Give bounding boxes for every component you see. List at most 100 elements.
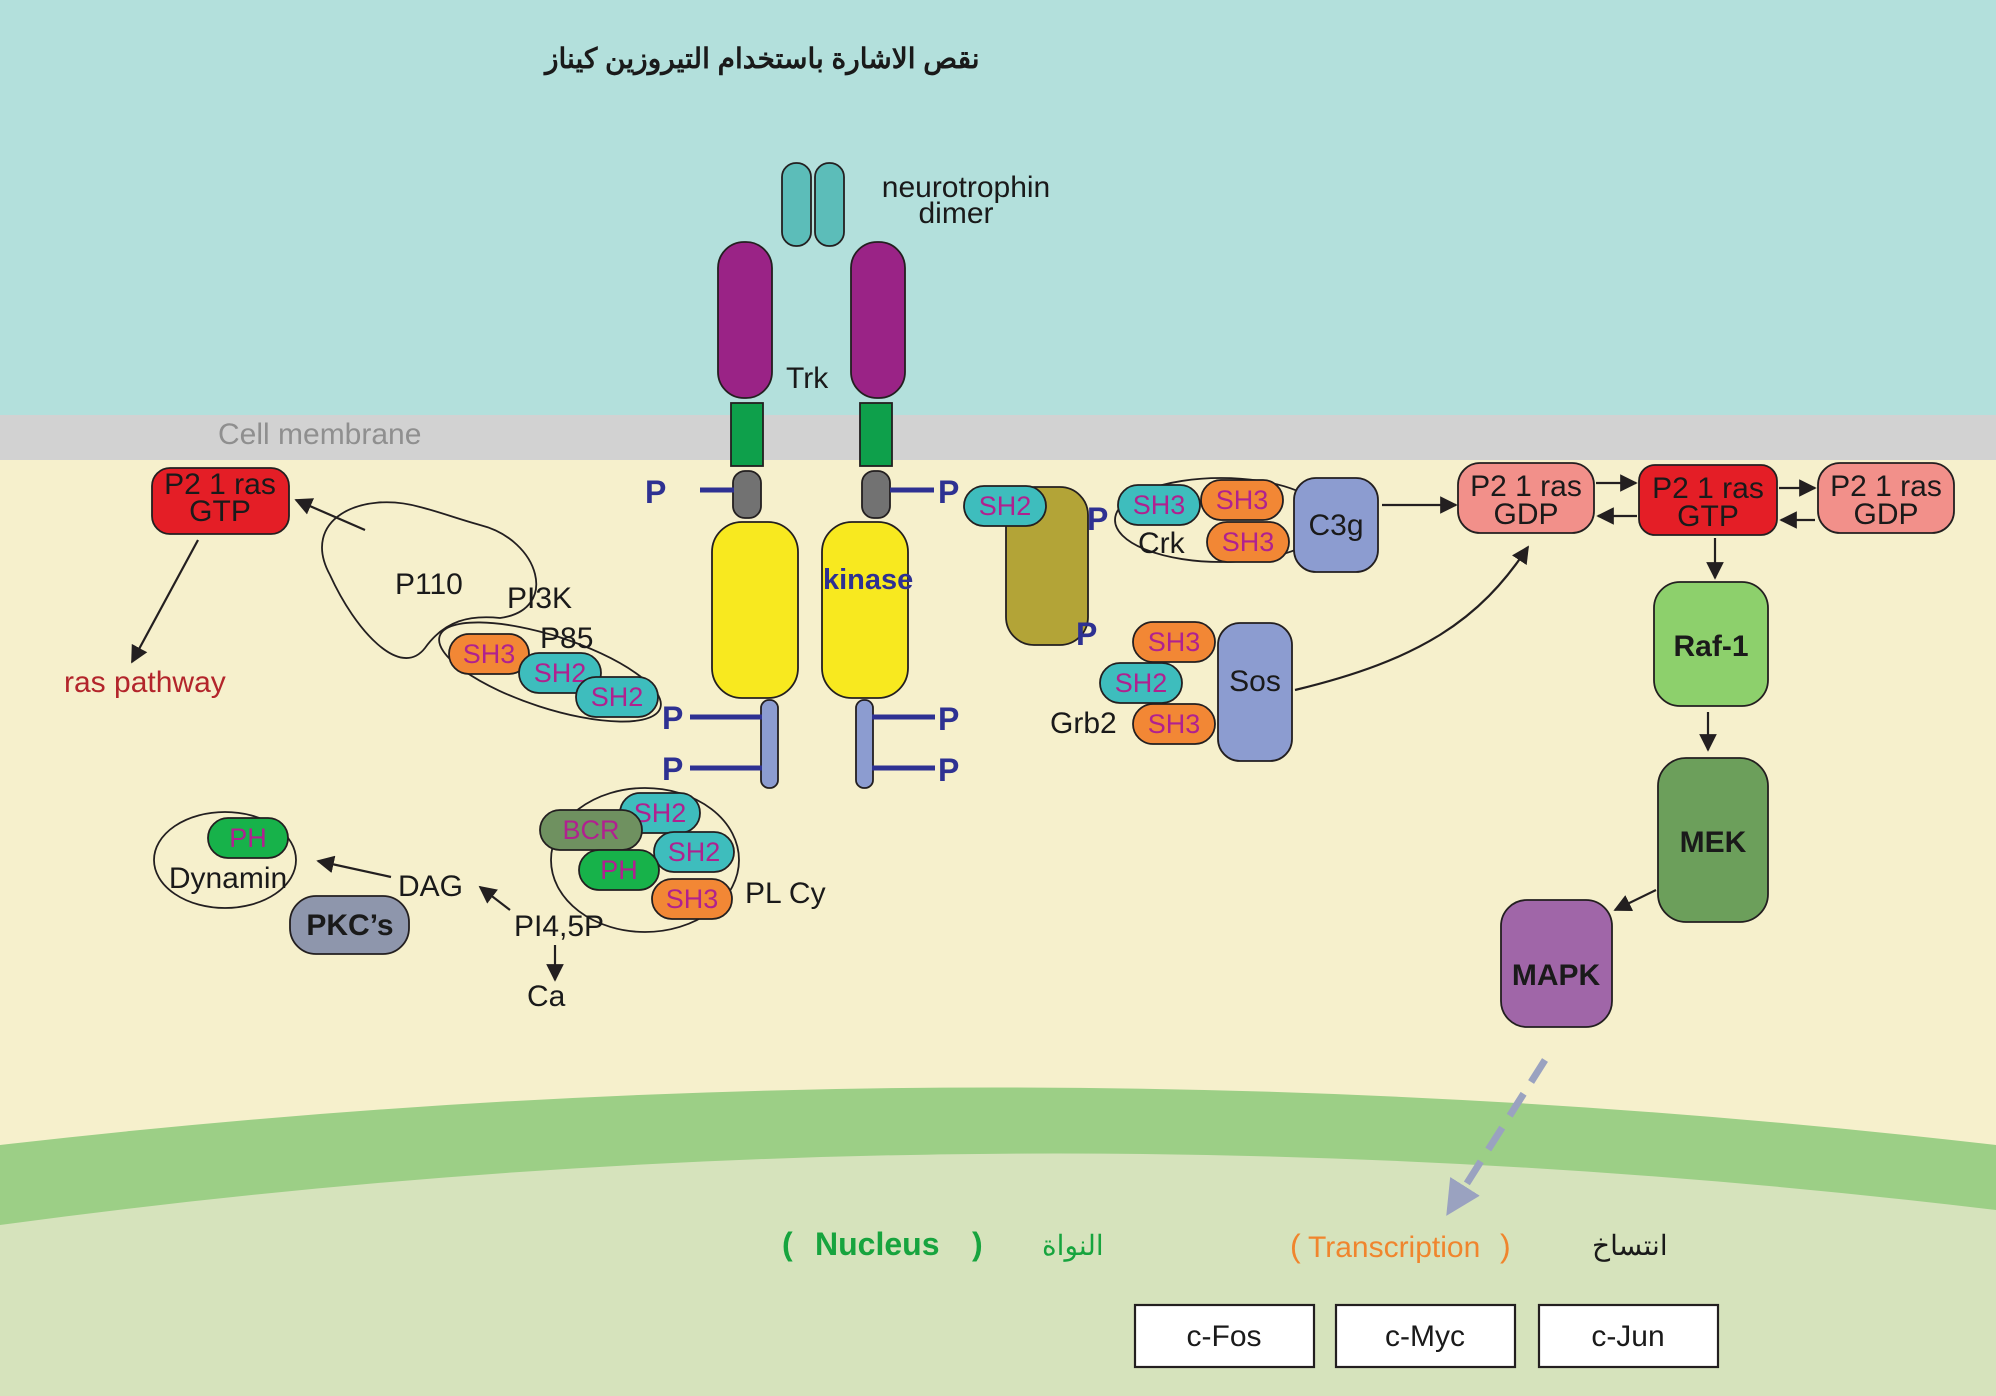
ras-gdp-2: P2 1 ras GDP xyxy=(1817,462,1955,534)
svg-text:Raf-1: Raf-1 xyxy=(1673,630,1748,663)
cell-membrane xyxy=(0,415,1996,460)
svg-text:Transcription: Transcription xyxy=(1308,1231,1480,1264)
svg-text:P2 1 ras: P2 1 ras xyxy=(164,468,276,501)
neurotrophin-label: neurotrophin xyxy=(882,171,1050,204)
phosphate-left-upper: P xyxy=(645,474,734,510)
sos-node: Sos xyxy=(1217,622,1293,762)
transcription-label: ( Transcription ) انتساخ xyxy=(1290,1228,1668,1264)
svg-text:SH2: SH2 xyxy=(668,837,721,867)
c3g-node: C3g xyxy=(1293,477,1379,573)
grb2-label: Grb2 xyxy=(1050,707,1117,740)
svg-text:(: ( xyxy=(1290,1228,1301,1264)
crk-sh3-domain-1: SH3 xyxy=(1117,484,1201,526)
svg-text:c-Myc: c-Myc xyxy=(1385,1320,1465,1353)
svg-text:SH2: SH2 xyxy=(534,658,587,688)
arrow-sos-to-ras xyxy=(1294,545,1529,692)
svg-text:GTP: GTP xyxy=(189,495,251,528)
ras-gdp-1: P2 1 ras GDP xyxy=(1457,462,1595,534)
svg-text:): ) xyxy=(1500,1228,1511,1264)
p110-outline xyxy=(321,501,538,659)
svg-text:P: P xyxy=(645,474,666,510)
membrane-label: Cell membrane xyxy=(218,418,421,451)
page-title: نقص الاشارة باستخدام التيروزين كيناز xyxy=(543,43,980,76)
pi3k-label: PI3K xyxy=(507,582,572,615)
svg-text:C3g: C3g xyxy=(1308,509,1363,542)
svg-text:P2 1 ras: P2 1 ras xyxy=(1470,470,1582,503)
svg-text:(: ( xyxy=(782,1226,793,1262)
svg-text:PH: PH xyxy=(229,823,267,853)
bcr-domain: BCR xyxy=(539,809,643,851)
crk-label: Crk xyxy=(1138,527,1186,560)
trk-label: Trk xyxy=(786,362,829,395)
svg-text:MEK: MEK xyxy=(1680,826,1747,859)
ras-gtp-left: P2 1 ras GTP xyxy=(151,467,290,535)
svg-text:SH3: SH3 xyxy=(1133,490,1186,520)
svg-text:SH2: SH2 xyxy=(634,798,687,828)
plcy-outline xyxy=(550,787,740,933)
dynamin-label: Dynamin xyxy=(169,862,287,895)
crk-sh3-domain-3: SH3 xyxy=(1206,521,1290,563)
trk-receptor-right xyxy=(821,241,909,789)
phosphate-right-mid: P xyxy=(872,701,959,737)
svg-text:SH2: SH2 xyxy=(979,491,1032,521)
svg-text:SH3: SH3 xyxy=(1216,485,1269,515)
gene-box-cjun: c-Jun xyxy=(1537,1303,1720,1369)
svg-text:P: P xyxy=(938,752,959,788)
phosphate-left-mid: P xyxy=(662,700,762,736)
svg-text:PKC’s: PKC’s xyxy=(306,909,393,942)
svg-text:BCR: BCR xyxy=(562,815,619,845)
phosphate-adaptor-2: P xyxy=(1076,616,1097,652)
dynamin-ph-domain: PH xyxy=(207,817,289,859)
plcy-label: PL Cy xyxy=(745,877,826,910)
arrow-pip-to-dag xyxy=(478,885,511,911)
crk-sh3-domain-2: SH3 xyxy=(1200,479,1284,521)
neurotrophin-dimer xyxy=(781,162,845,247)
phosphate-left-low: P xyxy=(662,751,762,787)
extracellular-space xyxy=(0,0,1996,415)
dynamin-outline xyxy=(153,811,297,909)
arrow-dag-to-dynamin xyxy=(316,855,392,879)
ras-pathway-label: ras pathway xyxy=(64,666,226,699)
svg-text:P: P xyxy=(938,701,959,737)
svg-text:c-Jun: c-Jun xyxy=(1591,1320,1664,1353)
svg-text:MAPK: MAPK xyxy=(1512,959,1601,992)
plcy-sh2-domain-2: SH2 xyxy=(653,831,735,873)
p85-outline xyxy=(438,621,662,723)
svg-text:P2 1 ras: P2 1 ras xyxy=(1652,472,1764,505)
phosphate-right-low: P xyxy=(872,752,959,788)
kinase-label: kinase xyxy=(823,564,913,596)
svg-text:SH3: SH3 xyxy=(1222,527,1275,557)
trk-receptor-left xyxy=(711,241,799,789)
ras-gtp-right: P2 1 ras GTP xyxy=(1638,464,1778,536)
svg-text:PH: PH xyxy=(600,855,638,885)
dimer-label: dimer xyxy=(918,197,993,230)
phosphate-right-upper: P xyxy=(890,474,959,510)
phosphate-adaptor-1: P xyxy=(1087,501,1108,537)
svg-text:SH3: SH3 xyxy=(1148,709,1201,739)
grb2-sh3-domain-1: SH3 xyxy=(1132,621,1216,663)
pi45p-label: PI4,5P xyxy=(514,910,604,943)
svg-text:c-Fos: c-Fos xyxy=(1187,1320,1262,1353)
gene-box-cmyc: c-Myc xyxy=(1334,1303,1517,1369)
svg-text:SH3: SH3 xyxy=(666,884,719,914)
gene-box-cfos: c-Fos xyxy=(1133,1303,1316,1369)
svg-text:GDP: GDP xyxy=(1853,498,1918,531)
svg-text:P: P xyxy=(938,474,959,510)
arrow-mek-to-mapk xyxy=(1613,889,1657,911)
adaptor-sh2-domain: SH2 xyxy=(963,485,1047,527)
pkc-node: PKC’s xyxy=(289,895,410,955)
svg-text:P: P xyxy=(662,751,683,787)
pi3k-sh3-domain: SH3 xyxy=(448,633,530,675)
svg-text:انتساخ: انتساخ xyxy=(1592,1230,1668,1262)
svg-text:النواة: النواة xyxy=(1042,1230,1104,1262)
arrow-pi3k-to-ras xyxy=(294,498,366,532)
svg-text:): ) xyxy=(972,1226,983,1262)
dag-label: DAG xyxy=(398,870,463,903)
arrow-mapk-to-nucleus xyxy=(1446,1058,1548,1216)
svg-text:SH3: SH3 xyxy=(463,639,516,669)
arrow-ras-to-pathway xyxy=(131,539,199,664)
plcy-ph-domain: PH xyxy=(578,849,660,891)
svg-text:SH3: SH3 xyxy=(1148,627,1201,657)
svg-text:GTP: GTP xyxy=(1677,500,1739,533)
